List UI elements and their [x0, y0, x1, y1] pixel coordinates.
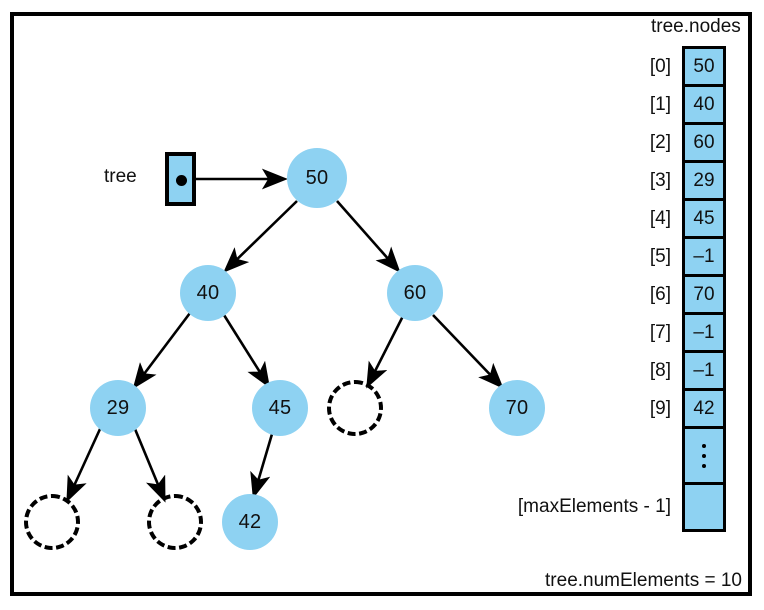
array-cell-value: –1	[693, 321, 715, 343]
array-cell: 29 [3]	[650, 163, 723, 201]
array-index-label: [9]	[649, 397, 671, 419]
array-index-label: [8]	[649, 359, 671, 381]
array-cell: –1 [8]	[650, 353, 723, 391]
array-cell-value: 29	[693, 169, 715, 191]
array-cell: 70 [6]	[650, 277, 723, 315]
tree-node-value: 70	[505, 396, 529, 419]
ellipsis-dot-icon	[702, 453, 706, 458]
tree-node-45: 45	[252, 380, 308, 436]
tree-node-40: 40	[180, 265, 236, 321]
tree-pointer-label: tree	[104, 166, 137, 187]
ellipsis-dot-icon	[702, 443, 706, 448]
tree-node-value: 60	[403, 281, 427, 304]
tree-node-value: 50	[305, 166, 329, 189]
tree-node-value: 45	[268, 396, 292, 419]
tree-null-node-nullB	[24, 494, 80, 550]
array-cell-value: –1	[693, 245, 715, 267]
array-cell: 50 [0]	[650, 49, 723, 87]
array-index-label: [0]	[649, 55, 671, 77]
array-cell-value: 60	[693, 131, 715, 153]
array-cell: [maxElements - 1]	[518, 485, 723, 529]
array-cell: 40 [1]	[650, 87, 723, 125]
array-cell: –1 [7]	[650, 315, 723, 353]
array-cell-value: 50	[693, 55, 715, 77]
array-index-label: [2]	[649, 131, 671, 153]
tree-node-50: 50	[287, 148, 347, 208]
array-cell-value: 70	[693, 283, 715, 305]
tree-node-value: 29	[106, 396, 130, 419]
array-index-label: [6]	[649, 283, 671, 305]
figure-frame	[10, 12, 752, 596]
array-index-label: [7]	[649, 321, 671, 343]
num-elements-label: tree.numElements = 10	[545, 570, 742, 591]
tree-null-node-nullC	[147, 494, 203, 550]
array-cell-value: –1	[693, 359, 715, 381]
array-cell: 45 [4]	[650, 201, 723, 239]
tree-node-42: 42	[222, 494, 278, 550]
tree-node-value: 42	[238, 510, 262, 533]
array-cell: 42 [9]	[650, 391, 723, 429]
array-index-label: [5]	[649, 245, 671, 267]
tree-pointer-box	[165, 152, 196, 206]
array-index-label: [maxElements - 1]	[517, 496, 671, 517]
tree-nodes-array: 50 [0] 40 [1] 60 [2] 29 [3] 45 [4] –1 [5] 70 [6] –1 [7]…	[518, 46, 726, 532]
array-index-label: [4]	[649, 207, 671, 229]
array-cell	[685, 429, 723, 485]
tree-null-node-nullA	[327, 380, 383, 436]
tree-node-29: 29	[90, 380, 146, 436]
pointer-dot-icon	[176, 175, 187, 186]
array-cell: –1 [5]	[650, 239, 723, 277]
array-cell-value: 42	[693, 397, 715, 419]
array-title: tree.nodes	[651, 16, 741, 37]
array-cell: 60 [2]	[650, 125, 723, 163]
array-index-label: [1]	[649, 93, 671, 115]
tree-node-value: 40	[196, 281, 220, 304]
tree-node-70: 70	[489, 380, 545, 436]
tree-node-60: 60	[387, 265, 443, 321]
array-cell-value: 45	[693, 207, 715, 229]
array-index-label: [3]	[649, 169, 671, 191]
ellipsis-dot-icon	[702, 463, 706, 468]
array-cell-value: 40	[693, 93, 715, 115]
